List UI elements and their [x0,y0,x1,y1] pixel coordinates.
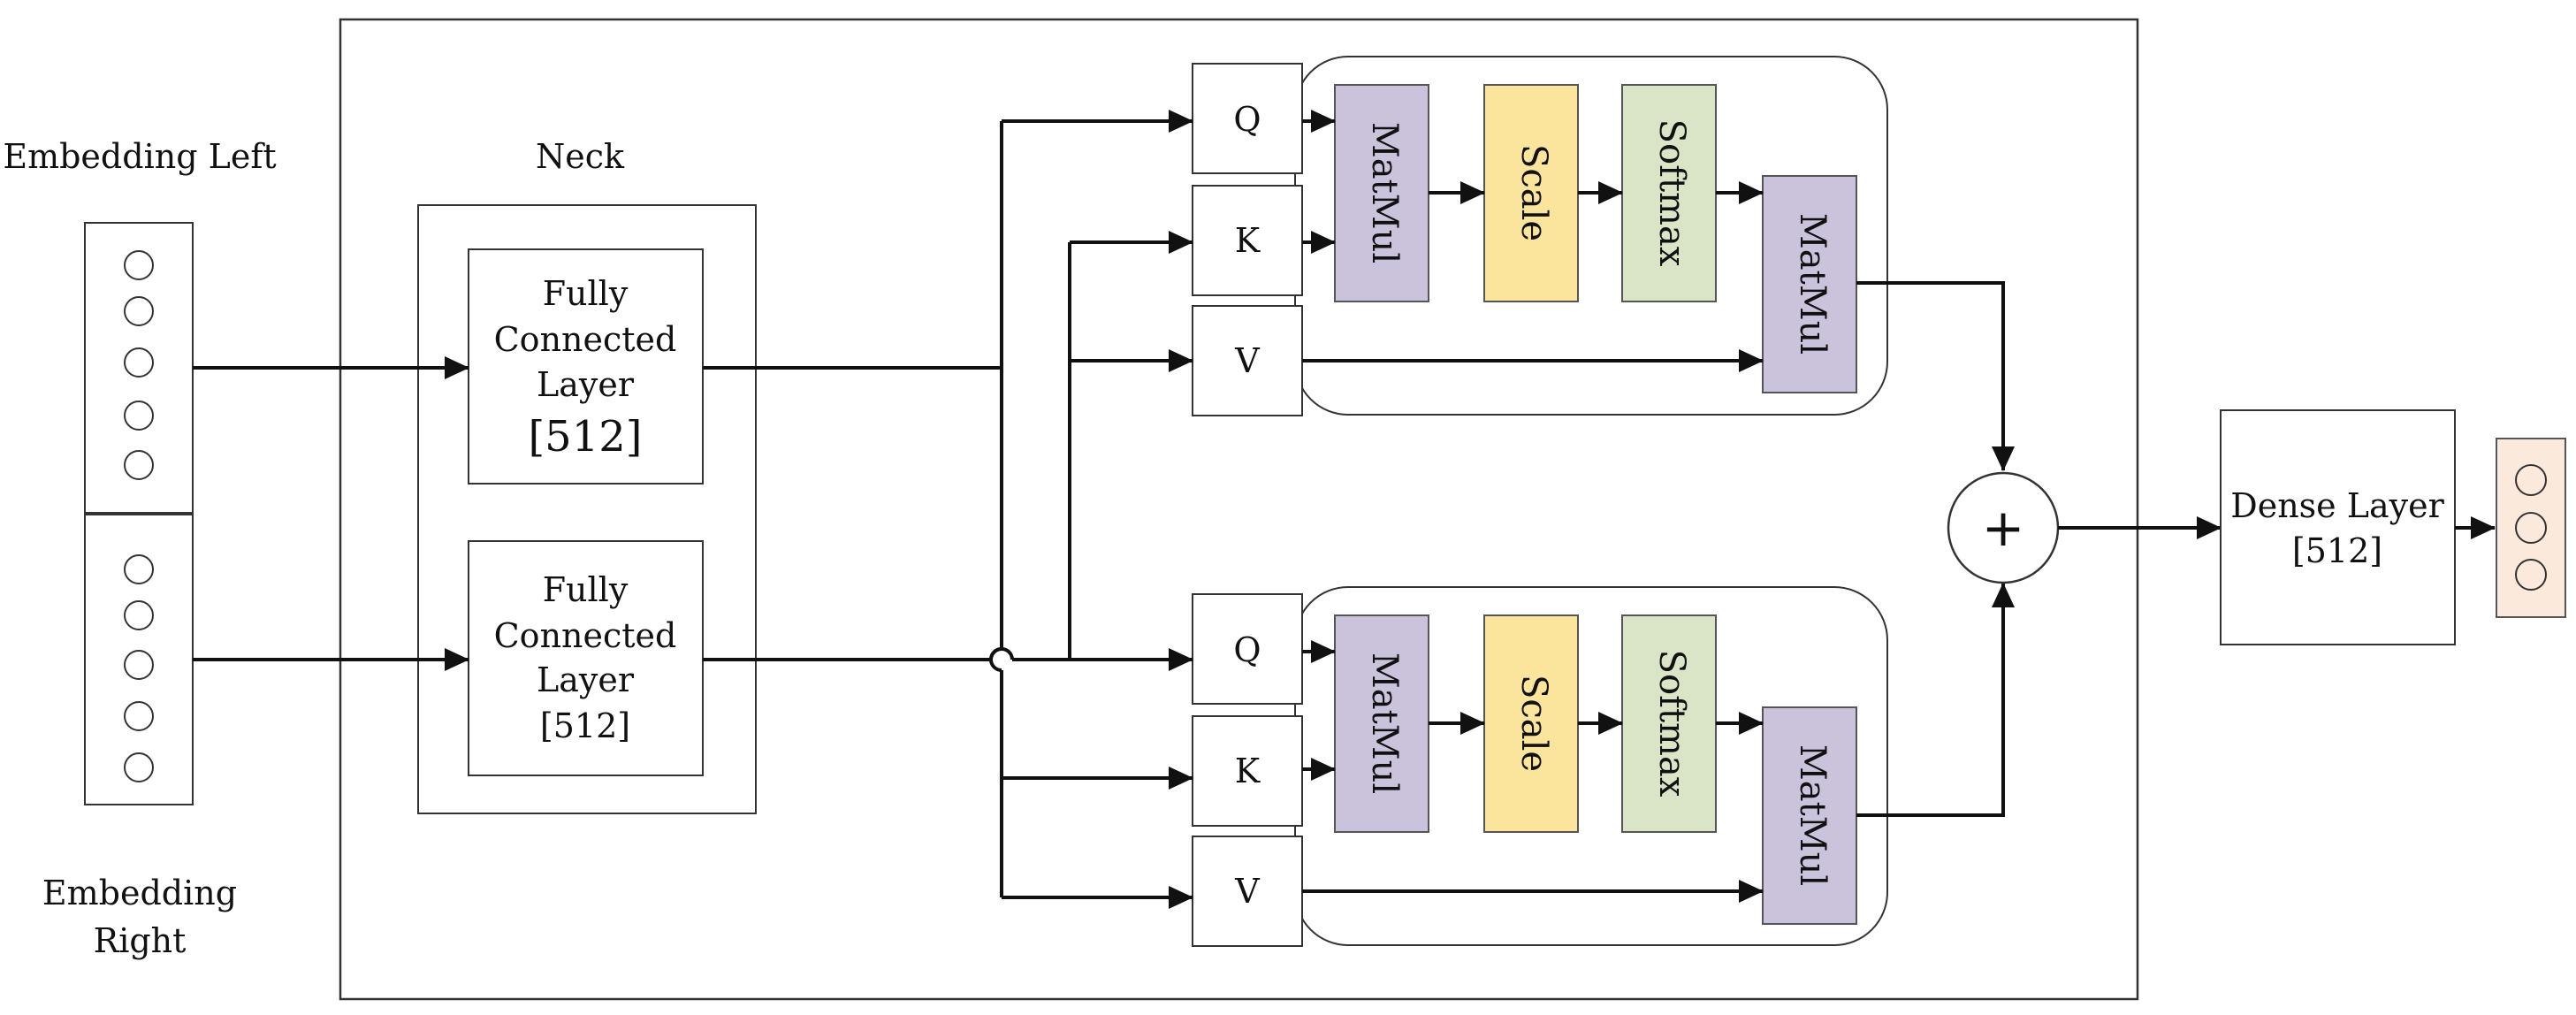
k-box-bottom [1192,715,1303,827]
attention-internals-bottom: MatMul Scale Softmax MatMul [1334,614,1857,925]
qkv-bottom: Q K V [1192,593,1303,947]
circle-icon [124,450,154,480]
fc-bottom-line4: [512] [540,706,630,745]
qkv-top: Q K V [1192,63,1303,416]
embedding-right-label: Embedding [42,874,237,912]
matmul-box-top-1 [1334,84,1429,302]
circle-icon [2515,464,2547,496]
scale-label-bottom: Scale [1513,675,1554,772]
q-label-top: Q [1233,100,1261,139]
fc-top-line3: Layer [537,365,635,404]
circle-icon [124,701,154,731]
matmul-box-top-2 [1762,175,1857,393]
k-box-top [1192,185,1303,296]
q-label-bottom: Q [1233,630,1261,669]
neck-box [417,204,757,814]
bottom-output-line [1856,583,2015,817]
matmul-box-bottom-1 [1334,614,1429,833]
q-box-bottom [1192,593,1303,705]
embedding-right-vector [84,514,194,805]
fc-bottom-line1: Fully [543,570,629,609]
circle-icon [124,401,154,431]
routing-lines [703,121,1071,897]
matmul-box-bottom-2 [1762,706,1857,925]
dense-layer-size: [512] [2292,531,2382,570]
q-box-top [1192,63,1303,174]
softmax-label-top: Softmax [1651,119,1692,267]
matmul-label-top-1: MatMul [1364,122,1405,263]
embedding-left-label: Embedding Left [3,137,276,176]
v-box-top [1192,305,1303,416]
embedding-right-label-line2: Right [94,921,187,960]
output-vector [2496,438,2566,618]
k-label-top: K [1235,221,1261,260]
neck-label: Neck [536,137,625,176]
circle-icon [124,296,154,326]
fc-top-line1: Fully [543,274,629,313]
fully-connected-layer-bottom: Fully Connected Layer [512] [468,540,704,776]
scale-label-top: Scale [1513,144,1554,241]
fc-top-line2: Connected [494,320,677,359]
fc-bottom-line3: Layer [537,660,635,699]
softmax-label-bottom: Softmax [1651,650,1692,798]
circle-icon [124,347,154,378]
circle-icon [124,250,154,280]
fc-bottom-line2: Connected [494,616,677,655]
fc-top-line4: [512] [528,412,642,462]
circle-icon [2515,512,2547,544]
matmul-label-top-2: MatMul [1792,213,1833,355]
scale-box-bottom [1483,614,1579,833]
circle-icon [2515,559,2547,591]
k-label-bottom: K [1235,752,1261,790]
v-label-bottom: V [1234,872,1260,911]
top-output-line [1856,281,2015,471]
attention-internals-top: MatMul Scale Softmax MatMul [1334,84,1857,393]
embedding-left-vector [84,222,194,514]
dense-layer-label: Dense Layer [2230,486,2444,525]
matmul-label-bottom-1: MatMul [1364,652,1405,794]
circle-icon [124,752,154,782]
softmax-box-top [1621,84,1717,302]
model-container [339,18,2139,1001]
v-label-top: V [1234,341,1260,380]
fully-connected-layer-top: Fully Connected Layer [512] [468,248,704,485]
circle-icon [124,554,154,584]
circle-icon [124,600,154,630]
v-box-bottom [1192,836,1303,947]
plus-icon: + [1982,498,2025,558]
dense-layer: Dense Layer [512] [2220,409,2456,645]
softmax-box-bottom [1621,614,1717,833]
scale-box-top [1483,84,1579,302]
circle-icon [124,650,154,680]
matmul-label-bottom-2: MatMul [1792,744,1833,886]
